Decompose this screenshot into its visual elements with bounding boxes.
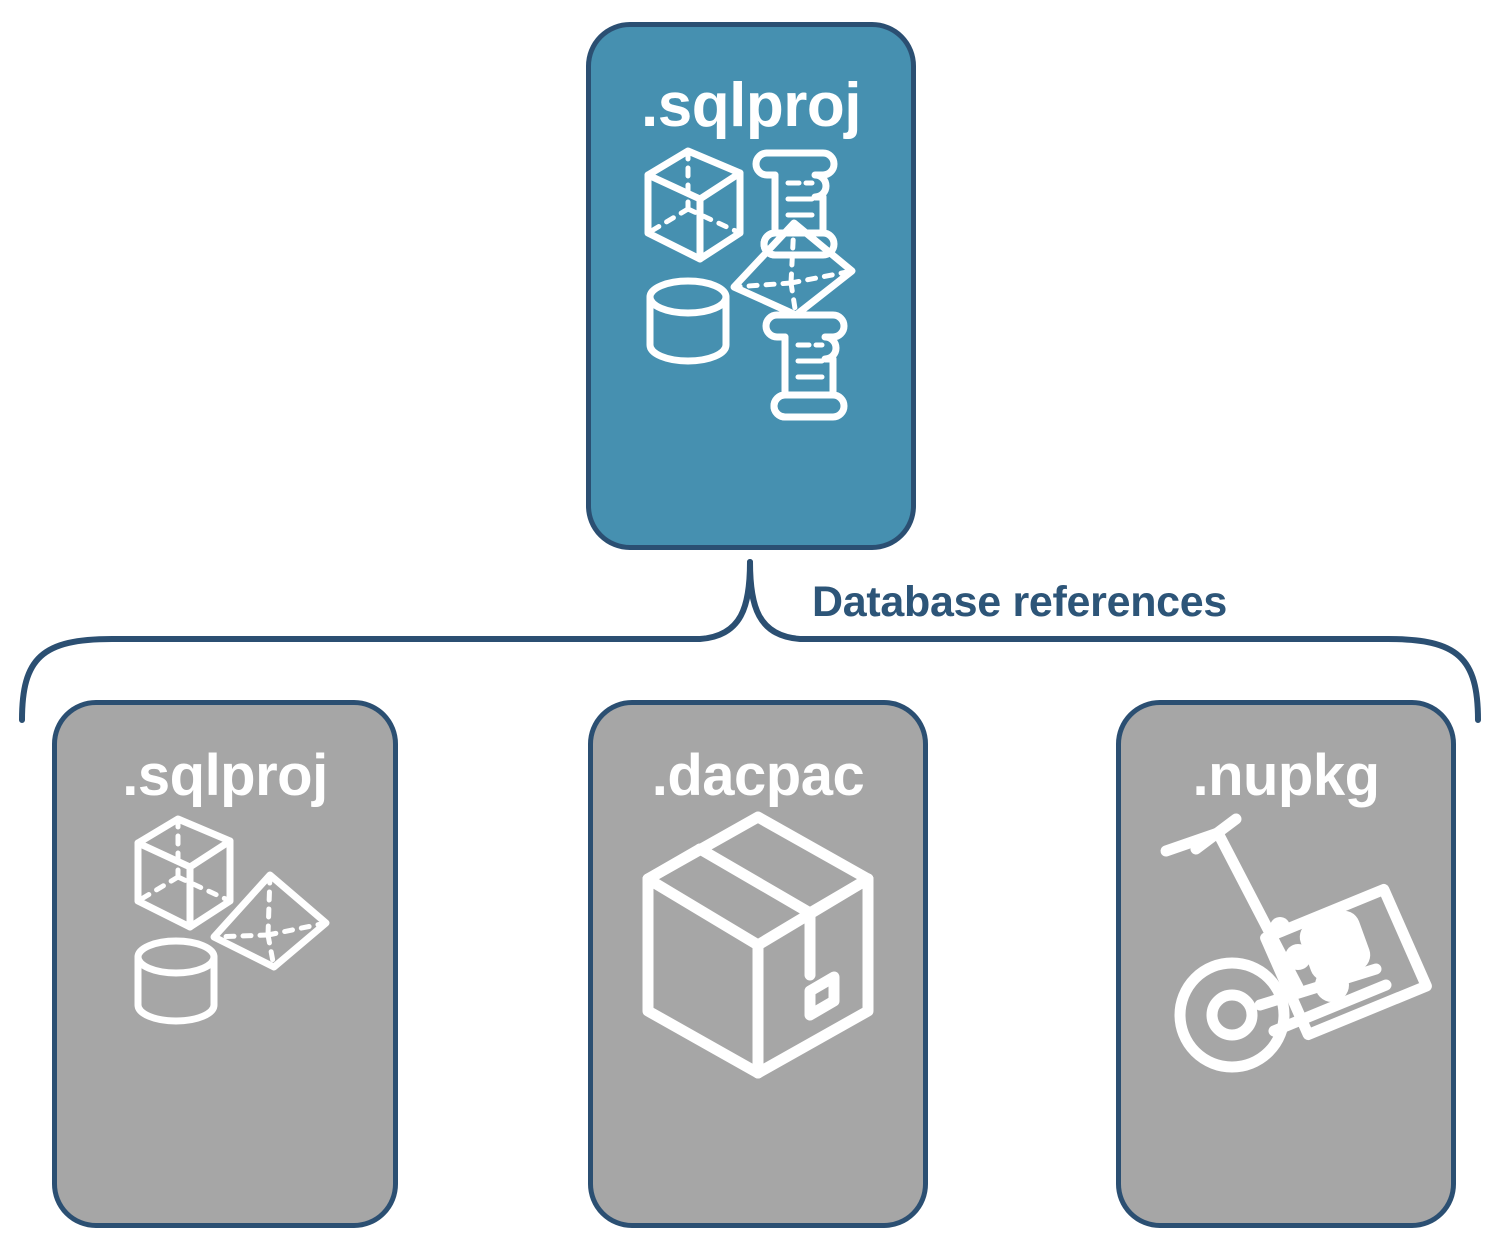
card-art-nupkg: [1121, 805, 1451, 1223]
card-title-nupkg: .nupkg: [1192, 743, 1380, 808]
scroll-document-icon: [762, 311, 848, 421]
hand-truck-icon: [1160, 813, 1392, 1073]
card-title-sqlproj-reference: .sqlproj: [122, 743, 328, 808]
cylinder-wireframe-icon: [646, 277, 730, 365]
cylinder-wireframe-icon: [134, 937, 218, 1025]
card-art-dacpac: [593, 805, 923, 1223]
card-title-dacpac: .dacpac: [651, 743, 865, 808]
card-sqlproj-reference[interactable]: .sqlproj: [52, 700, 398, 1228]
package-label-icon: [1270, 910, 1371, 1002]
shipping-box-icon: [642, 811, 874, 1079]
card-art-sqlproj-root: [591, 137, 911, 545]
connector-label: Database references: [812, 578, 1227, 626]
scroll-document-icon: [752, 149, 838, 259]
card-title-sqlproj-root: .sqlproj: [641, 71, 861, 140]
pyramid-wireframe-icon: [210, 871, 330, 971]
cube-wireframe-icon: [134, 815, 234, 931]
card-sqlproj-root[interactable]: .sqlproj: [586, 22, 916, 550]
cube-wireframe-icon: [644, 147, 744, 263]
card-art-sqlproj-reference: [57, 805, 393, 1223]
card-dacpac-reference[interactable]: .dacpac: [588, 700, 928, 1228]
card-nupkg-reference[interactable]: .nupkg: [1116, 700, 1456, 1228]
connector-brace: [0, 540, 1500, 723]
package-label-icon: [1260, 883, 1432, 1041]
